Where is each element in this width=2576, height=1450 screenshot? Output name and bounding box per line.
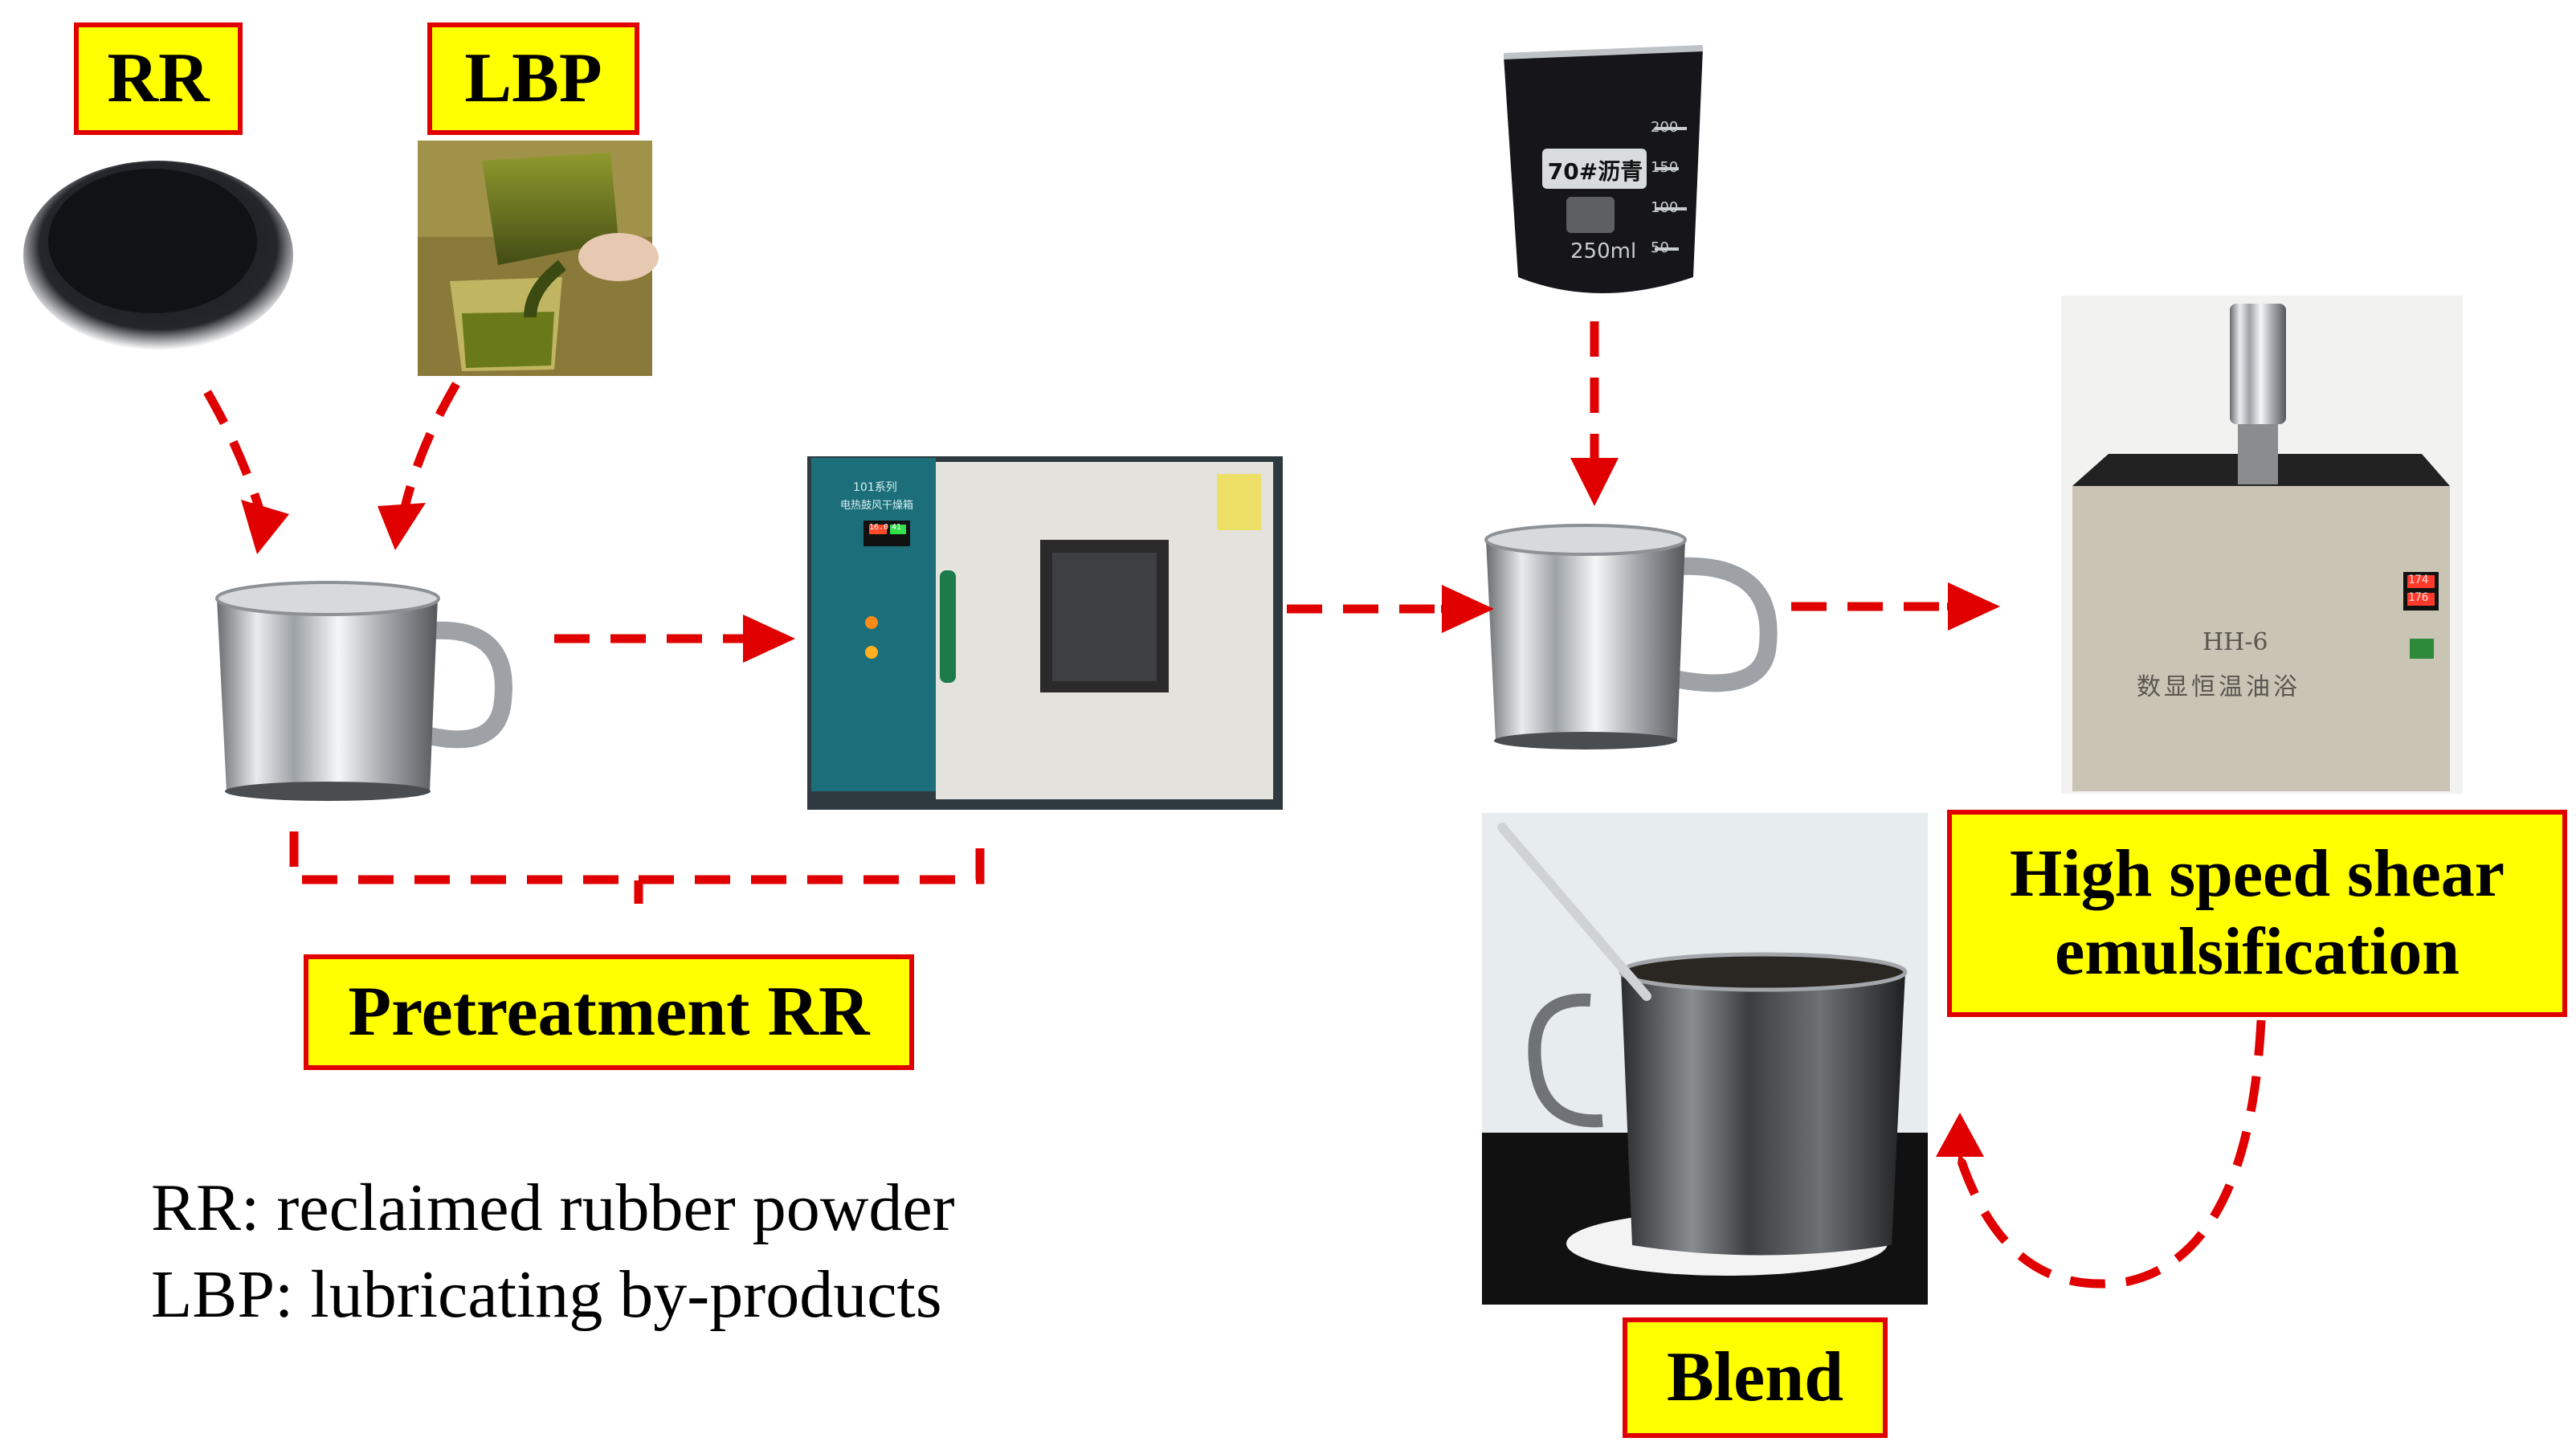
steel-mug-2 <box>1484 524 1778 750</box>
rr-label: RR <box>74 22 243 135</box>
arrow-shear-to-blend <box>1955 1019 2266 1289</box>
rubber-powder-image <box>23 161 293 350</box>
steel-mug-1 <box>215 581 512 801</box>
arrows <box>203 321 2266 1289</box>
bath-name: 数显恒温油浴 <box>2137 673 2300 701</box>
blend-label: Blend <box>1623 1317 1888 1438</box>
beaker-tag: 70#沥青 <box>1547 158 1643 185</box>
lbp-label: LBP <box>427 22 639 135</box>
arrow-lbp-to-mug <box>398 382 460 517</box>
shear-label-line2: emulsification <box>2055 914 2460 989</box>
beaker-mark-100: 100 <box>1651 199 1679 216</box>
oven-title: 电热鼓风干燥箱 <box>840 500 914 512</box>
asphalt-beaker-image <box>1503 45 1704 293</box>
beaker-volume: 250ml <box>1570 239 1637 263</box>
drying-oven-image <box>807 456 1283 810</box>
beaker-mark-200: 200 <box>1651 119 1679 136</box>
arrow-rr-to-mug <box>203 390 266 517</box>
shear-emulsifier-image <box>2061 296 2463 794</box>
legend-line-lbp: LBP: lubricating by-products <box>151 1257 942 1332</box>
blend-mug-image <box>1482 813 1928 1305</box>
oven-brand: 101系列 <box>853 481 897 494</box>
beaker-mark-150: 150 <box>1651 159 1679 176</box>
pretreatment-bracket <box>289 831 985 904</box>
bath-reading-bottom: 176 <box>2408 591 2429 604</box>
shear-label-line1: High speed shear <box>2009 836 2505 912</box>
bath-model: HH-6 <box>2202 628 2268 656</box>
legend-line-rr: RR: reclaimed rubber powder <box>151 1170 955 1245</box>
pretreatment-label: Pretreatment RR <box>304 954 914 1070</box>
oven-temp-bottom: 41 <box>892 523 902 532</box>
shear-label: High speed shear emulsification <box>1947 810 2567 1017</box>
beaker-mark-50: 50 <box>1651 239 1669 256</box>
oven-temp-top: 16.0 <box>869 523 889 532</box>
bath-reading-top: 174 <box>2408 574 2429 586</box>
arrowheads <box>241 458 2000 1157</box>
lubricating-oil-image <box>418 141 659 376</box>
